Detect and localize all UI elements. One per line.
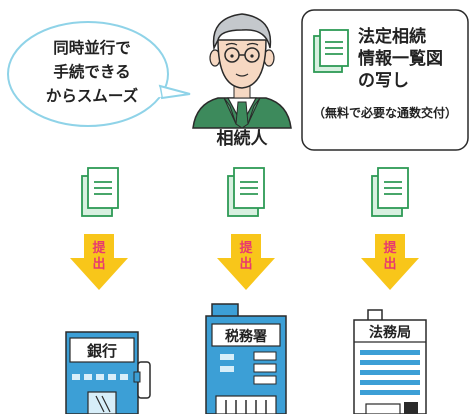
document-icon-bank xyxy=(81,167,119,217)
heir-person-icon xyxy=(192,13,292,129)
tax-office-sign: 税務署 xyxy=(225,328,267,345)
document-icon-legal xyxy=(371,167,409,217)
legal-bureau-sign: 法務局 xyxy=(369,324,411,341)
bubble-line-3: からスムーズ xyxy=(46,86,139,105)
bubble-line-1: 同時並行で xyxy=(53,38,131,57)
certificate-title-line-2: 情報一覧図 xyxy=(358,48,443,69)
submit-arrow-bank-label-bottom: 出 xyxy=(92,256,105,272)
certificate-title-line-1: 法定相続 xyxy=(358,26,426,47)
certificate-note: （無料で必要な通数交付） xyxy=(313,105,457,120)
certificate-box: 法定相続 情報一覧図 の写し （無料で必要な通数交付） xyxy=(301,9,469,151)
bank-building-icon xyxy=(65,331,151,414)
submit-arrow-legal-label-bottom: 出 xyxy=(383,256,396,272)
certificate-title-line-3: の写し xyxy=(358,71,409,91)
submit-arrow-tax: 提 出 xyxy=(217,234,275,290)
tax-office-building-icon xyxy=(205,303,287,414)
submit-arrow-tax-label-bottom: 出 xyxy=(239,256,252,272)
submit-arrow-legal-label-top: 提 xyxy=(383,240,397,256)
submit-arrow-legal: 提 出 xyxy=(361,234,419,290)
submit-arrow-bank-label-top: 提 xyxy=(92,240,106,256)
document-icon xyxy=(313,29,349,73)
submit-arrow-tax-label-top: 提 xyxy=(239,240,253,256)
document-icon-tax xyxy=(227,167,265,217)
bank-sign: 銀行 xyxy=(87,342,117,360)
bubble-line-2: 手続できる xyxy=(53,62,130,81)
submit-arrow-bank: 提 出 xyxy=(70,234,128,290)
legal-affairs-bureau-building-icon xyxy=(353,309,427,414)
heir-label: 相続人 xyxy=(217,128,269,149)
speech-bubble: 同時並行で 手続できる からスムーズ xyxy=(7,21,191,127)
